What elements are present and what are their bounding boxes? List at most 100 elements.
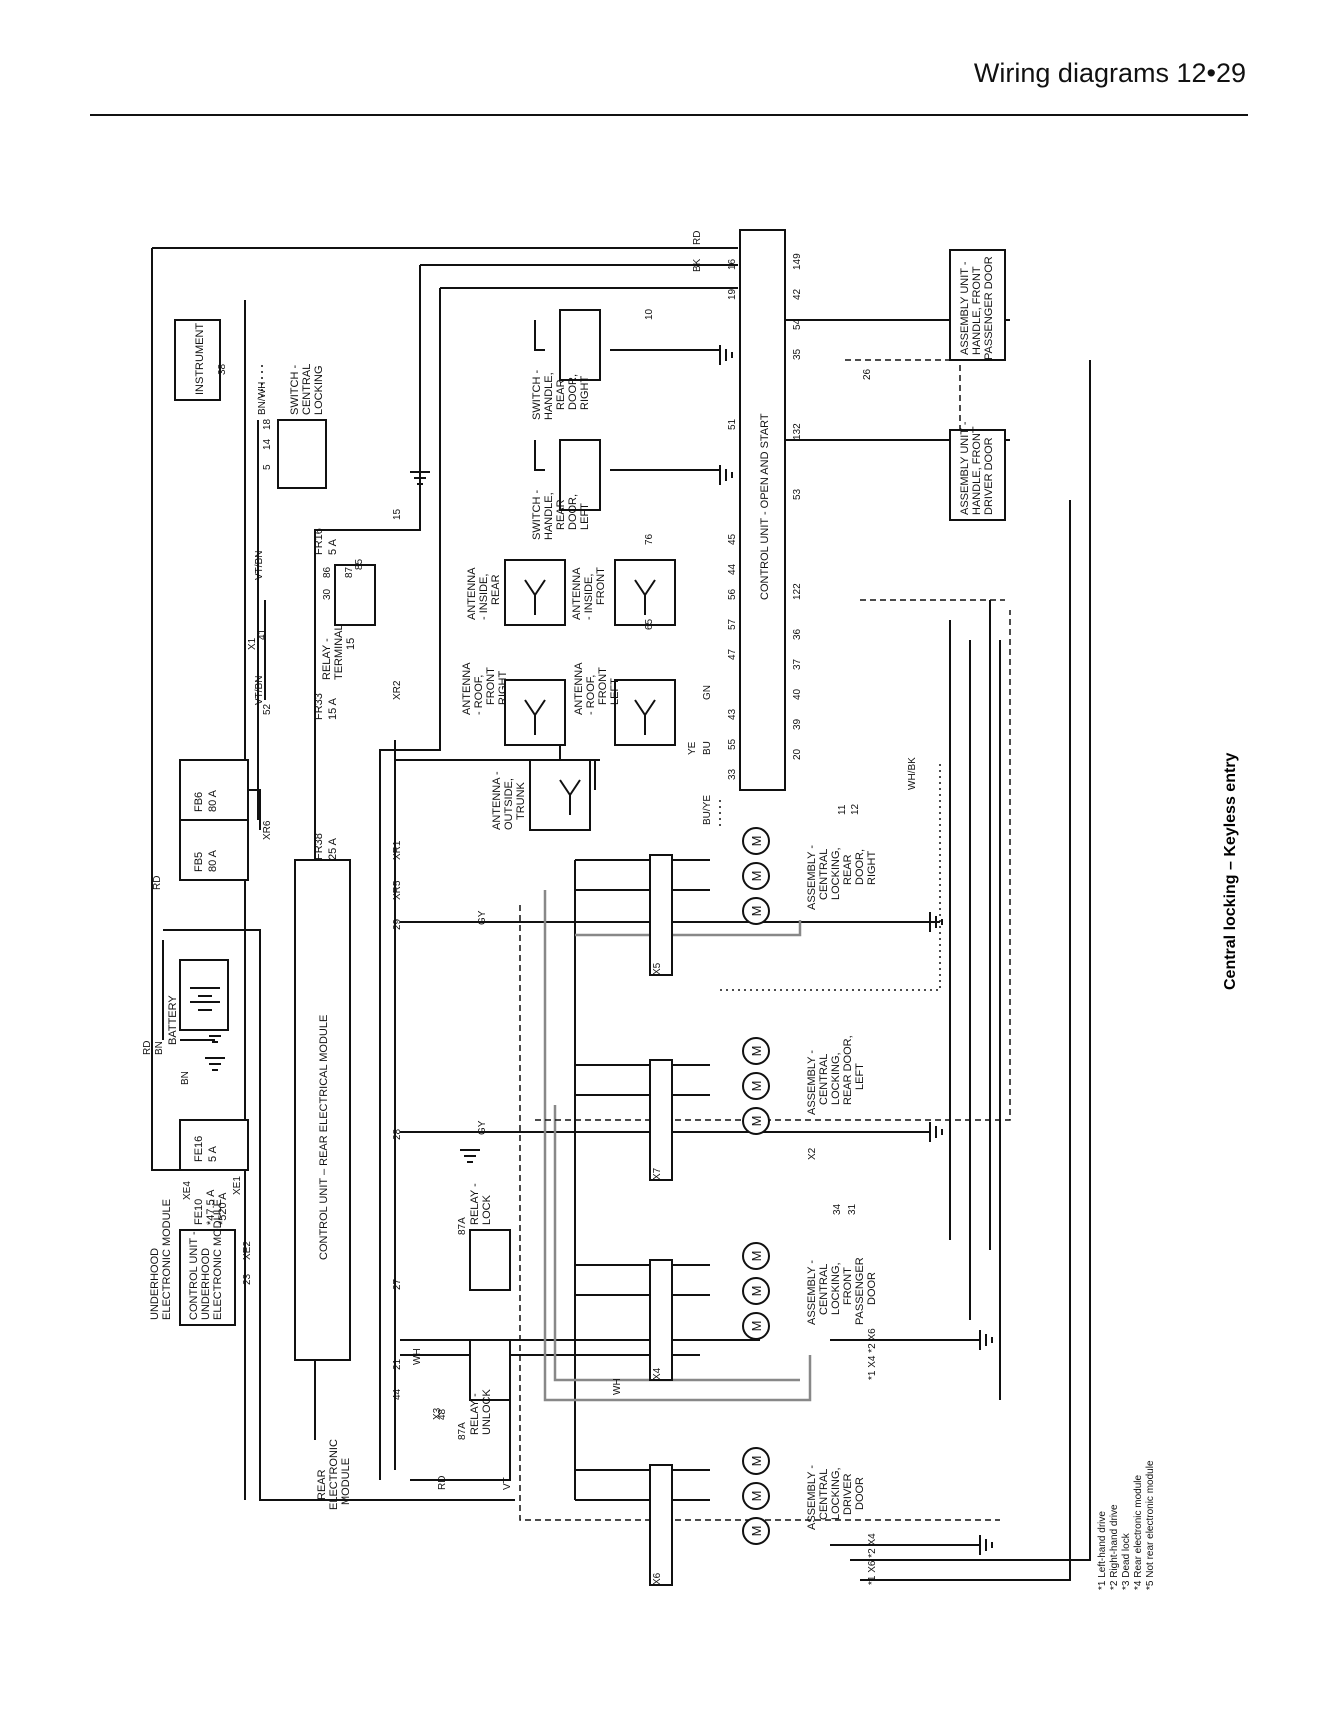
wire-label: GY xyxy=(477,1120,488,1135)
ground-icon xyxy=(929,1122,943,1142)
pin-label: 56 xyxy=(727,588,738,600)
handle-driver-box xyxy=(949,429,1006,521)
page-title: Wiring diagrams 12•29 xyxy=(973,58,1246,88)
pin-label: 44 xyxy=(727,563,738,575)
antenna-roof-right-2: - ROOF, xyxy=(473,675,485,715)
lock-driver-3: LOCKING, xyxy=(830,1467,842,1520)
lock-rear-right-3: LOCKING, xyxy=(830,847,842,900)
connector-label: X3 xyxy=(432,1407,443,1420)
handle-driver-2: HANDLE, FRONT xyxy=(971,426,983,515)
underhood-module-label-2: ELECTRONIC MODULE xyxy=(161,1199,173,1320)
antenna-trunk-1: ANTENNA - xyxy=(491,771,503,830)
wires-black xyxy=(151,247,1091,1581)
relay-lock-label-1: RELAY - xyxy=(469,1183,481,1225)
battery-icon xyxy=(190,987,220,1011)
cu-underhood-label-2: UNDERHOOD xyxy=(200,1248,212,1320)
underhood-module-label-1: UNDERHOOD xyxy=(149,1248,161,1320)
relay-lock-box xyxy=(469,1229,511,1291)
motor-icon xyxy=(742,1242,770,1270)
antenna-icon xyxy=(524,699,546,735)
lock-rear-left-3: LOCKING, xyxy=(830,1052,842,1105)
wire-label: VT xyxy=(502,1477,513,1490)
fe16-label: FE16 xyxy=(193,1136,205,1162)
switch-handle-left-2: HANDLE, xyxy=(543,492,555,540)
pin-label: 122 xyxy=(792,583,803,600)
relay-lock-label-2: LOCK xyxy=(481,1194,493,1225)
wire-label: GY xyxy=(477,910,488,925)
ground-icon xyxy=(460,1149,480,1163)
motor-icon xyxy=(742,1107,770,1135)
fr16-label: FR16 xyxy=(313,528,325,555)
pin-label: 37 xyxy=(792,658,803,670)
handle-pass-1: ASSEMBLY UNIT - xyxy=(959,261,971,355)
antenna-inside-rear-2: - INSIDE, xyxy=(478,574,490,620)
wire-label: GN xyxy=(702,685,713,700)
antenna-roof-left-4: LEFT xyxy=(609,678,621,705)
cu-rear-label: CONTROL UNIT – REAR ELECTRICAL MODULE xyxy=(318,1015,330,1260)
motor-icon xyxy=(742,1517,770,1545)
control-unit-open-start-box xyxy=(739,229,786,791)
wire-label: RD xyxy=(142,1041,153,1055)
pin-label: 87A xyxy=(457,1422,468,1440)
footnote: *2 Right-hand drive xyxy=(1109,1504,1120,1590)
pin-label: 16 xyxy=(727,258,738,270)
pin-label: 53 xyxy=(792,488,803,500)
antenna-icon xyxy=(634,699,656,735)
antenna-inside-front-1: ANTENNA xyxy=(571,567,583,620)
fb5-rating: 80 A xyxy=(207,849,219,872)
switch-handle-left-5: LEFT xyxy=(579,503,591,530)
antenna-roof-left-2: - ROOF, xyxy=(585,675,597,715)
pin-label: 18 xyxy=(262,418,273,430)
underhood-box xyxy=(179,1229,236,1326)
lock-rear-right-2: CENTRAL xyxy=(818,849,830,900)
pin-label: 23 xyxy=(242,1273,253,1285)
lock-front-pass-6: DOOR xyxy=(866,1272,878,1305)
relay-terminal-label-1: RELAY - xyxy=(321,638,333,680)
pin-label: 31 xyxy=(847,1203,858,1215)
wire-label: VT/BN xyxy=(254,551,265,580)
footnote: *5 Not rear electronic module xyxy=(1145,1460,1156,1590)
pin-label: 87A xyxy=(457,1217,468,1235)
lock-front-pass-5: PASSENGER xyxy=(854,1257,866,1325)
switch-handle-right-2: HANDLE, xyxy=(543,372,555,420)
connector-label: X4 xyxy=(652,1367,663,1380)
wire-label: BK xyxy=(692,258,703,272)
pin-label: 38 xyxy=(217,363,228,375)
rear-module-label-1: REAR xyxy=(316,1469,328,1500)
handle-pass-2: HANDLE, FRONT xyxy=(971,266,983,355)
pin-label: 26 xyxy=(862,368,873,380)
lock-rear-right-4: REAR xyxy=(842,854,854,885)
lock-front-pass-3: LOCKING, xyxy=(830,1262,842,1315)
cu-underhood-label-1: CONTROL UNIT - xyxy=(188,1231,200,1320)
connector-label: X1 xyxy=(247,637,258,650)
cu-open-start-label: CONTROL UNIT - OPEN AND START xyxy=(759,413,771,600)
pin-label: 47 xyxy=(727,648,738,660)
header-rule xyxy=(90,114,1248,116)
antenna-inside-rear-box xyxy=(504,559,566,626)
connector-x7 xyxy=(649,1059,673,1181)
pin-label: 21 xyxy=(392,1358,403,1370)
motor-icon xyxy=(742,862,770,890)
lock-driver-1: ASSEMBLY - xyxy=(806,1465,818,1530)
note-label: *1 X4 *2 X6 xyxy=(867,1328,878,1380)
ground-icon xyxy=(979,1535,993,1555)
footnote: *4 Rear electronic module xyxy=(1133,1475,1144,1590)
switch-handle-right-3: REAR xyxy=(555,379,567,410)
pin-label: 41 xyxy=(257,628,268,640)
wire-label: BN xyxy=(154,1041,165,1055)
handle-passenger-box xyxy=(949,249,1006,361)
pin-label: 51 xyxy=(727,418,738,430)
ground-icon xyxy=(719,465,733,485)
lock-front-pass-4: FRONT xyxy=(842,1267,854,1305)
fe10-rating-1: *47.5 A xyxy=(205,1189,217,1225)
connector-label: X5 xyxy=(652,962,663,975)
diagram-caption: Central locking – Keyless entry xyxy=(1222,752,1239,990)
motor-icon xyxy=(742,1072,770,1100)
fr16-rating: 5 A xyxy=(327,538,339,555)
switch-handle-right-1: SWITCH - xyxy=(531,370,543,420)
pin-label: 27 xyxy=(392,1278,403,1290)
antenna-inside-front-3: FRONT xyxy=(595,567,607,605)
antenna-icon xyxy=(634,579,656,615)
ground-icon xyxy=(205,1029,225,1043)
connector-label: XR6 xyxy=(262,820,273,840)
